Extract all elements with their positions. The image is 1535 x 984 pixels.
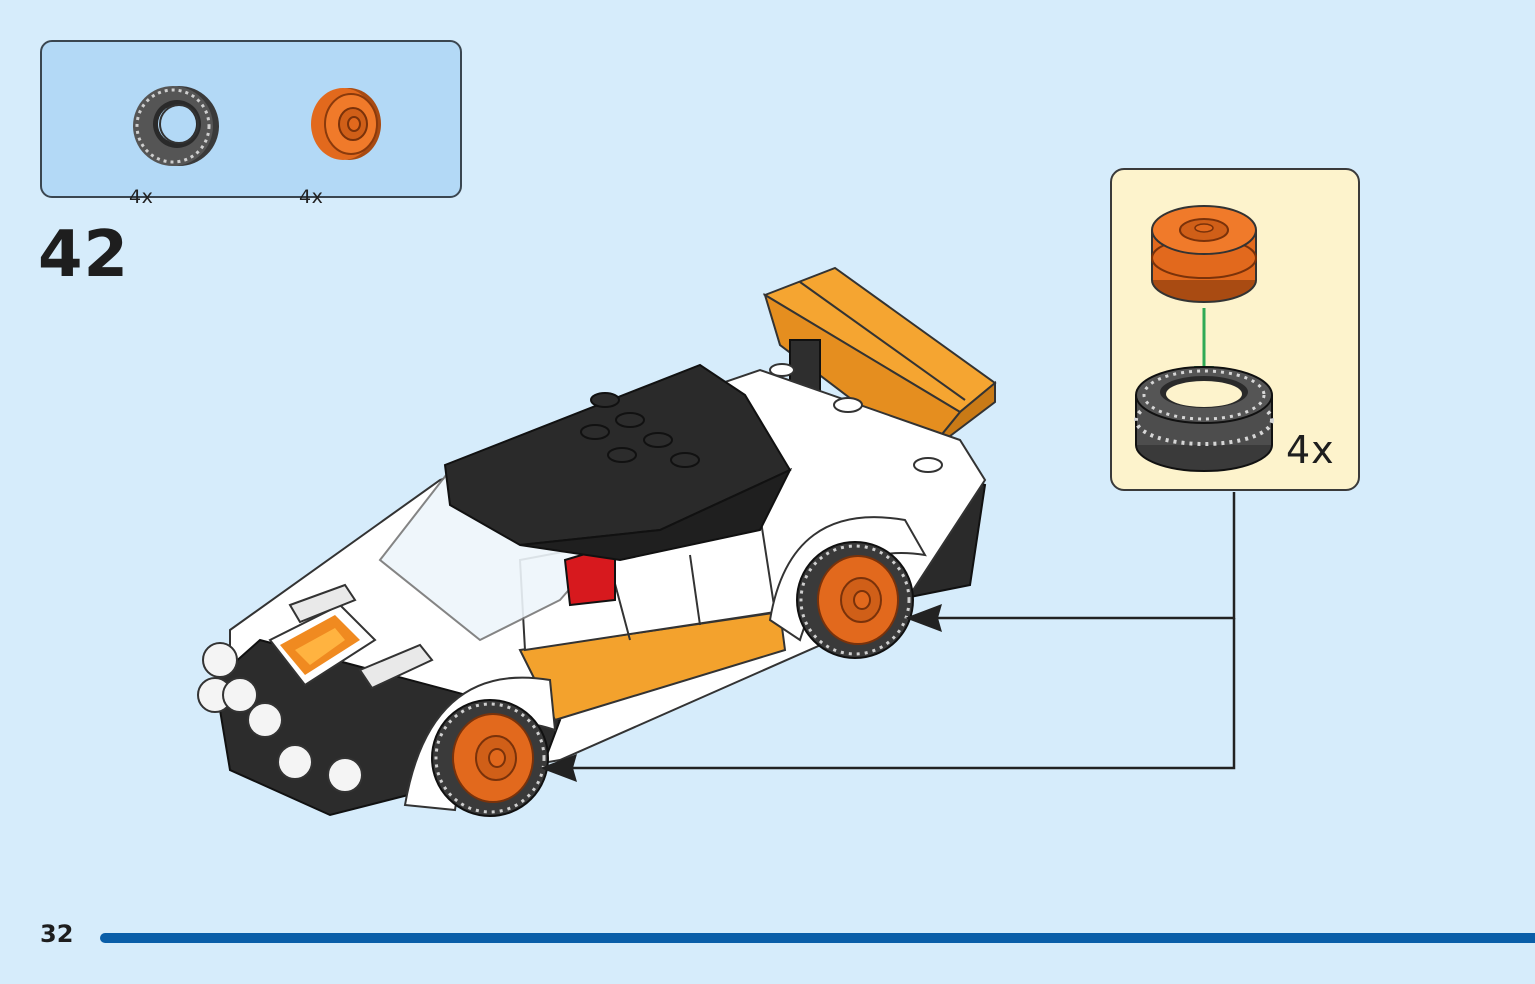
page-progress-bar bbox=[100, 933, 1535, 943]
subassembly-illustration bbox=[1134, 205, 1274, 472]
subassembly-box bbox=[1110, 168, 1360, 491]
tire-icon bbox=[133, 86, 219, 166]
parts-quantity: 4x bbox=[299, 186, 324, 208]
parts-list-item-wheel-rim: 4x bbox=[297, 72, 397, 208]
parts-list-box: 4x 4x bbox=[40, 40, 462, 208]
tire-icon bbox=[1134, 366, 1274, 472]
wheel-rim-icon bbox=[1151, 205, 1257, 303]
subassembly-quantity: 4x bbox=[1286, 428, 1335, 472]
front-wheel bbox=[431, 699, 549, 817]
page-number: 32 bbox=[40, 920, 74, 948]
arrow-to-front-wheel bbox=[540, 754, 577, 782]
rear-wheel bbox=[796, 541, 914, 659]
arrow-to-rear-wheel bbox=[905, 604, 942, 632]
parts-list-item-tire: 4x bbox=[127, 72, 227, 208]
step-number: 42 bbox=[38, 218, 130, 292]
parts-quantity: 4x bbox=[129, 186, 154, 208]
car-body bbox=[197, 266, 997, 817]
callout-arrows bbox=[570, 492, 1236, 770]
wheel-rim-icon bbox=[311, 88, 381, 160]
